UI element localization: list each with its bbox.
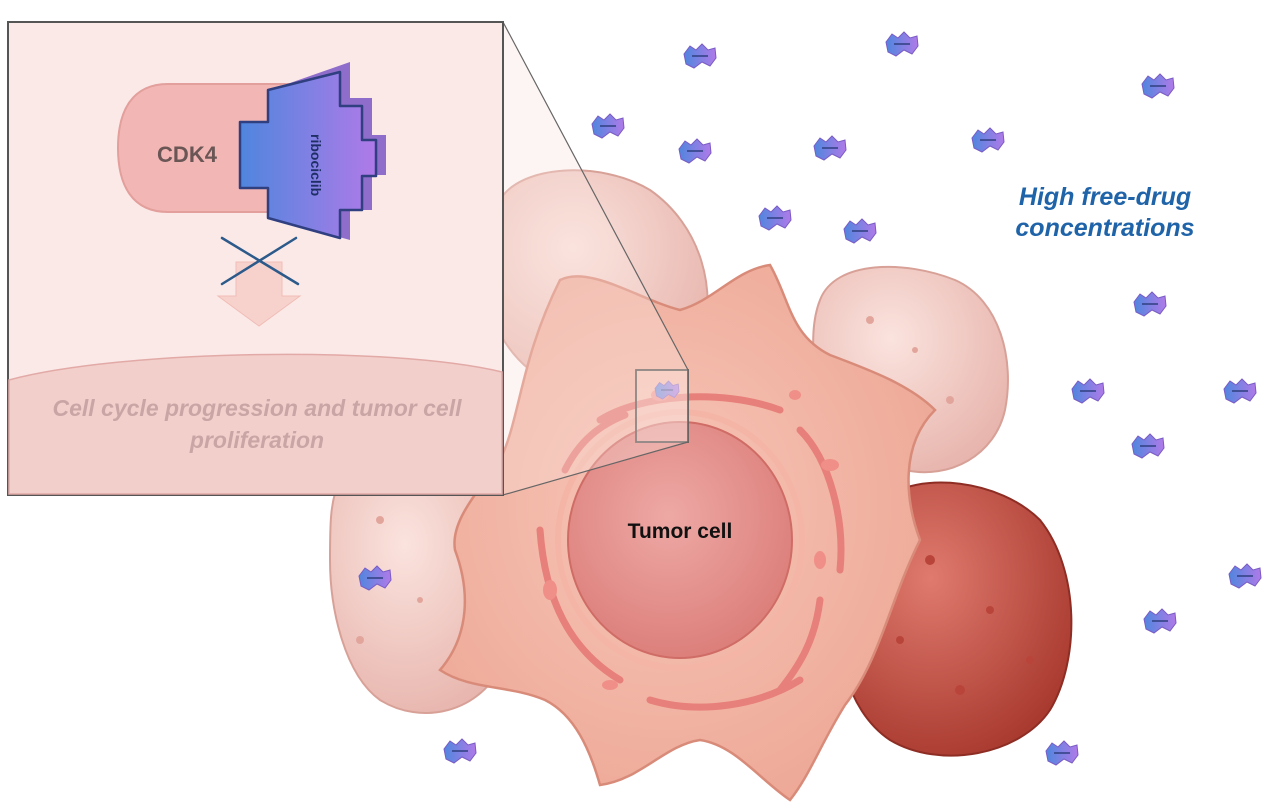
drug-molecule-icon [591, 113, 625, 139]
drug-molecule-icon [1133, 291, 1167, 317]
outcome-label: Cell cycle progression and tumor cell pr… [52, 395, 462, 453]
drug-molecule-icon [813, 135, 847, 161]
zoom-callout [502, 21, 689, 496]
inset-panel [7, 21, 504, 496]
tumor-cell-label: Tumor cell [627, 520, 733, 543]
drug-molecule-icon [1071, 378, 1105, 404]
drug-molecule-icon [678, 138, 712, 164]
ribociclib-shape [238, 70, 378, 240]
drug-molecule-icon [758, 205, 792, 231]
drug-molecule-icon [1045, 740, 1079, 766]
x-cross-icon [220, 236, 300, 286]
drug-molecule-icon [885, 31, 919, 57]
endoplasmic-reticulum [536, 393, 845, 711]
drug-molecule-icon [1143, 608, 1177, 634]
down-arrow-icon [216, 261, 302, 327]
drug-molecule-icon [971, 127, 1005, 153]
zoom-target-box [635, 369, 689, 443]
drug-molecule-icon [1223, 378, 1257, 404]
drug-molecule-icon [1228, 563, 1262, 589]
inset-cell-region [8, 353, 503, 495]
drug-molecule-icon [443, 738, 477, 764]
nucleus [555, 409, 805, 671]
drug-molecule-icon [843, 218, 877, 244]
drug-molecule-icon [1141, 73, 1175, 99]
free-drug-label: High free-drug concentrations [1015, 183, 1195, 242]
ribociclib-label: ribociclib [308, 133, 324, 197]
drug-molecule-icon [683, 43, 717, 69]
drug-molecule-icon [1131, 433, 1165, 459]
cdk4-label: CDK4 [157, 142, 217, 167]
